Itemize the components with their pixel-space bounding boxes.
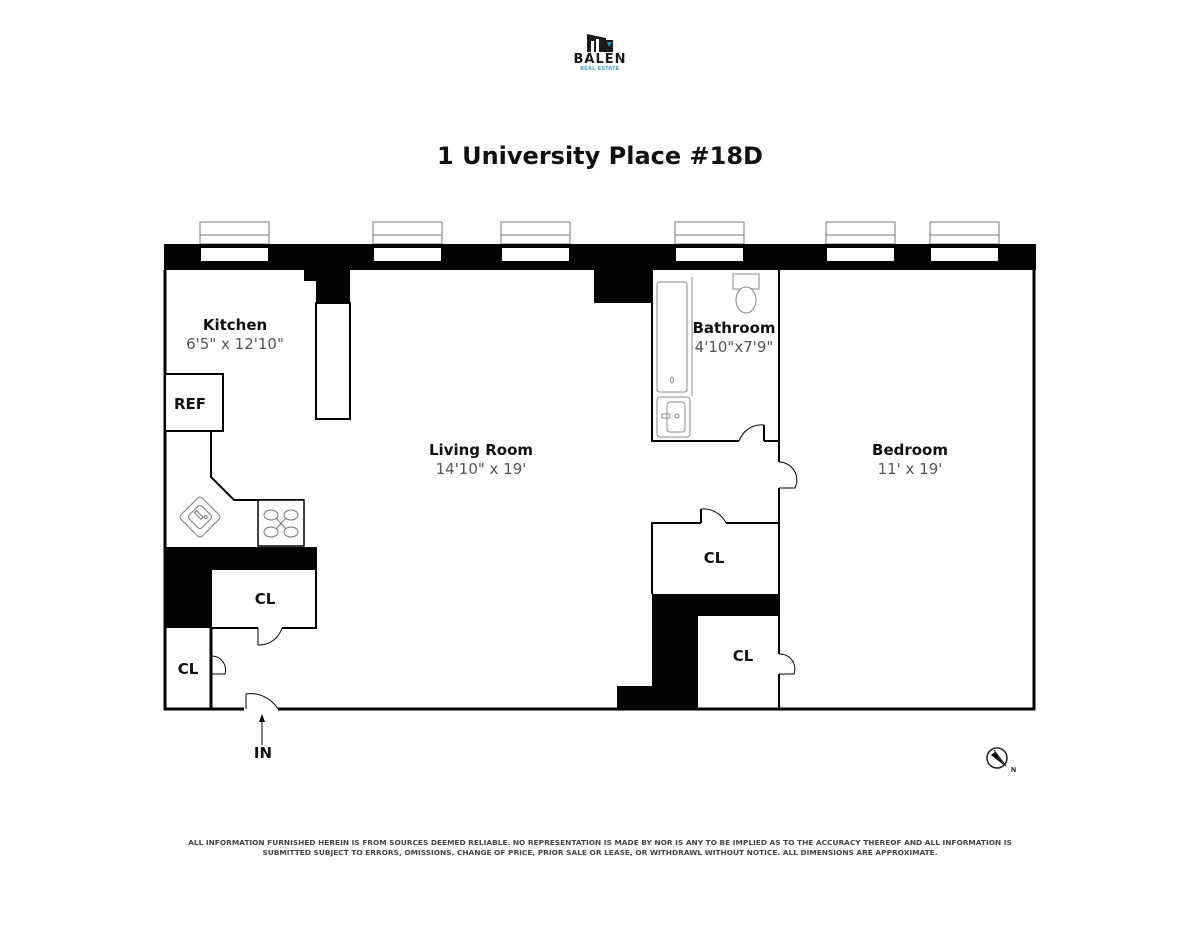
kitchen-counter-outline xyxy=(210,431,304,501)
kitchen-counter xyxy=(315,302,351,420)
hall-wall-block xyxy=(617,594,779,709)
kitchen-sink-icon xyxy=(179,496,221,538)
closet-label-kitchen: CL xyxy=(254,590,276,608)
window-sills xyxy=(199,221,1000,245)
room-name: Bedroom xyxy=(872,441,948,459)
kitchen-closet-wall xyxy=(210,570,258,629)
bathroom-sink-icon xyxy=(656,396,691,438)
room-dimensions: 14'10" x 19' xyxy=(435,460,527,478)
top-wall xyxy=(164,244,1036,270)
page-title: 1 University Place #18D xyxy=(437,142,763,170)
closet-label-hall: CL xyxy=(703,549,725,567)
room-kitchen: Kitchen 6'5" x 12'10" xyxy=(186,316,284,353)
room-dimensions: 6'5" x 12'10" xyxy=(186,335,284,353)
disclaimer-line-2: SUBMITTED SUBJECT TO ERRORS, OMISSIONS, … xyxy=(262,848,938,857)
refrigerator xyxy=(164,373,224,432)
room-bathroom: Bathroom 4'10"x7'9" xyxy=(692,319,775,356)
stove-burners-icon xyxy=(263,509,299,538)
room-name: Kitchen xyxy=(202,316,268,334)
room-bedroom: Bedroom 11' x 19' xyxy=(872,441,948,478)
kitchen-wall-block xyxy=(165,547,317,628)
outer-walls xyxy=(163,270,1036,711)
brand-subtitle: REAL ESTATE xyxy=(580,66,620,72)
disclaimer-line-1: ALL INFORMATION FURNISHED HEREIN IS FROM… xyxy=(188,838,1012,847)
bathroom-column xyxy=(594,270,653,303)
closet-label-bedroom: CL xyxy=(732,647,754,665)
room-name: Living Room xyxy=(428,441,534,459)
brand-name: BALEN xyxy=(573,52,627,67)
kitchen-column xyxy=(304,270,350,303)
room-dimensions: 4'10"x7'9" xyxy=(694,338,774,356)
disclaimer: ALL INFORMATION FURNISHED HEREIN IS FROM… xyxy=(0,838,1200,858)
building-logo-icon xyxy=(587,34,613,52)
room-dimensions: 11' x 19' xyxy=(877,460,943,478)
compass-icon xyxy=(986,747,1008,769)
ref-label: REF xyxy=(173,395,207,413)
closet-label-entry: CL xyxy=(177,660,199,678)
entry-label: IN xyxy=(253,744,273,762)
compass-north-label: N xyxy=(1011,767,1017,774)
room-living-room: Living Room 14'10" x 19' xyxy=(429,441,533,478)
brand-logo: BALEN REAL ESTATE xyxy=(560,32,640,76)
windows xyxy=(201,248,998,261)
room-name: Bathroom xyxy=(692,319,776,337)
toilet-icon xyxy=(732,273,760,314)
bathtub-icon xyxy=(656,277,693,396)
